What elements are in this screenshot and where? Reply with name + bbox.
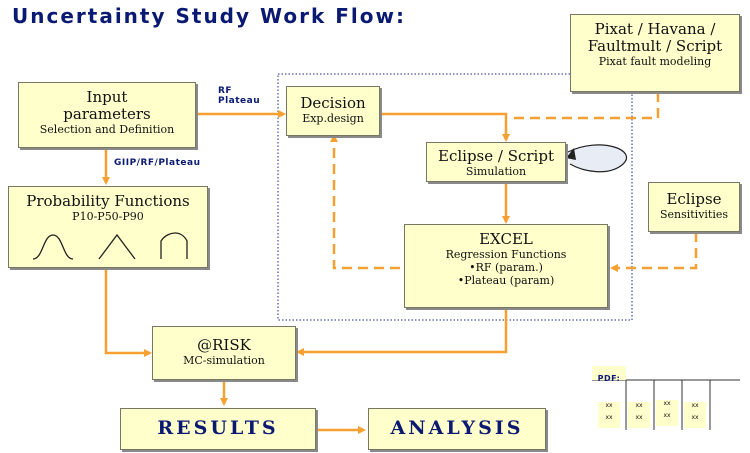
rf-plateau-label: RF Plateau xyxy=(218,86,260,106)
dashed-connectors xyxy=(330,92,698,272)
excel-line3: •Plateau (param) xyxy=(457,274,555,287)
pdf-cell-text: xx xyxy=(635,402,643,409)
pdf-label: PDF: xyxy=(597,374,621,383)
input-subtitle: Selection and Definition xyxy=(39,123,175,136)
arrow-prob-to-risk xyxy=(104,268,152,357)
eclipse-script-title: Eclipse / Script xyxy=(438,147,554,165)
input-parameters-box: Input parameters Selection and Definitio… xyxy=(18,82,196,148)
pdf-cell-text: xx xyxy=(691,414,699,421)
loop-arrowhead xyxy=(566,148,576,160)
risk-title: @RISK xyxy=(197,336,251,354)
pdf-cell-text: xx xyxy=(605,414,613,421)
results-box: RESULTS xyxy=(120,408,316,450)
decision-title: Decision xyxy=(300,94,366,112)
arrow-excel-to-decision xyxy=(330,134,400,270)
distribution-shapes xyxy=(32,232,188,260)
pdf-label-box: PDF: xyxy=(592,366,626,383)
normal-distribution-icon xyxy=(32,234,74,260)
probability-functions-box: Probability Functions P10-P50-P90 xyxy=(8,186,208,268)
sens-subtitle: Sensitivities xyxy=(659,208,729,221)
arrow-excel-to-risk xyxy=(296,308,508,356)
excel-line2: •RF (param.) xyxy=(469,261,543,274)
solid-connectors xyxy=(102,110,510,434)
pixat-subtitle: Pixat fault modeling xyxy=(598,55,712,68)
pdf-cell-1: xx xx xyxy=(598,402,620,428)
pdf-cell-text: xx xyxy=(663,400,671,407)
excel-title: EXCEL xyxy=(479,230,533,248)
pdf-table-lines xyxy=(592,379,740,430)
eclipse-sensitivities-box: Eclipse Sensitivities xyxy=(648,182,740,232)
pdf-cell-text: xx xyxy=(691,402,699,409)
pdf-cell-3: xx xx xyxy=(656,400,678,426)
risk-box: @RISK MC-simulation xyxy=(152,326,296,380)
arrow-sens-to-excel xyxy=(610,232,698,272)
plateau-label: Plateau xyxy=(218,96,261,106)
pdf-cell-4: xx xx xyxy=(684,402,706,428)
triangular-distribution-icon xyxy=(98,233,136,260)
pdf-cell-2: xx xx xyxy=(628,402,650,428)
analysis-box: ANALYSIS xyxy=(368,408,546,450)
decision-subtitle: Exp.design xyxy=(302,112,364,125)
page-title: Uncertainty Study Work Flow: xyxy=(12,4,406,28)
giip-label: GIIP/RF/Plateau xyxy=(114,158,201,168)
decision-box: Decision Exp.design xyxy=(286,86,380,136)
eclipse-script-subtitle: Simulation xyxy=(465,165,527,178)
pixat-line1: Pixat / Havana / xyxy=(594,20,716,38)
arrow-decision-to-eclipse xyxy=(380,112,510,142)
simulation-region-border xyxy=(277,73,633,321)
rf-label: RF xyxy=(218,86,233,96)
arrow-pixat-to-eclipse xyxy=(512,92,660,120)
input-title-line1: Input xyxy=(86,88,128,106)
risk-subtitle: MC-simulation xyxy=(183,354,265,367)
pixat-box: Pixat / Havana / Faultmult / Script Pixa… xyxy=(570,14,740,92)
input-title-line2: parameters xyxy=(63,105,151,123)
sens-title: Eclipse xyxy=(666,190,722,208)
results-title: RESULTS xyxy=(157,417,279,439)
analysis-title: ANALYSIS xyxy=(390,417,524,439)
prob-title: Probability Functions xyxy=(26,192,190,210)
excel-line1: Regression Functions xyxy=(445,248,567,261)
pdf-cell-text: xx xyxy=(635,414,643,421)
eclipse-script-box: Eclipse / Script Simulation xyxy=(426,142,566,182)
excel-box: EXCEL Regression Functions •RF (param.) … xyxy=(404,224,608,308)
truncated-distribution-icon xyxy=(160,232,188,259)
prob-subtitle: P10-P50-P90 xyxy=(72,210,144,223)
simulation-loop-arrow xyxy=(567,144,628,173)
pdf-cell-text: xx xyxy=(663,412,671,419)
pdf-cell-text: xx xyxy=(605,402,613,409)
pixat-line2: Faultmult / Script xyxy=(587,37,723,55)
